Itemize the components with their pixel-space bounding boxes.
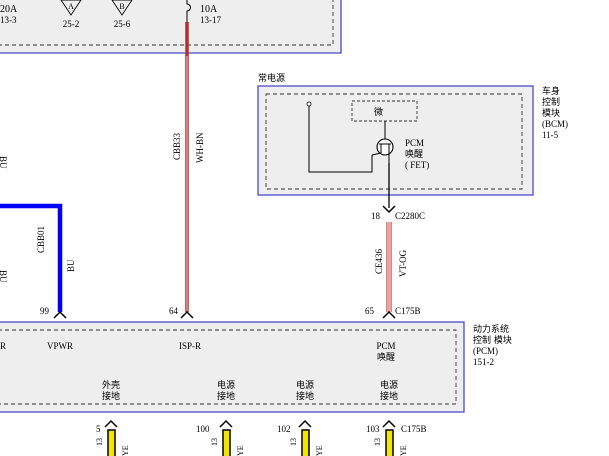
- fet-label-3: ( FET): [405, 160, 429, 170]
- pcm-title-3: (PCM): [473, 346, 498, 356]
- center-fuse-ref: 13-17: [200, 15, 221, 25]
- c175b-name: C175B: [395, 306, 421, 316]
- wire-cbb01-color: BU: [66, 259, 76, 272]
- wire-cbb33-circuit: CBB33: [172, 132, 182, 160]
- pcm-gnd4-line1: 电源: [380, 379, 398, 391]
- bcm-title-4: (BCM): [542, 119, 568, 129]
- gnd4-wire-color: YE: [399, 445, 408, 456]
- wake-terminal-icon: [382, 310, 396, 319]
- gnd2-wire-color: YE: [236, 445, 245, 456]
- pcm-wake-label-2: 唤醒: [377, 351, 395, 363]
- vpwr-terminal-icon: [53, 310, 67, 319]
- vpwr-pin: 99: [40, 306, 50, 316]
- c2280-name: C2280C: [395, 211, 425, 221]
- bcm-title-3: 模块: [542, 107, 560, 119]
- bcm-box: [257, 85, 534, 196]
- ispr-pin: 64: [169, 306, 179, 316]
- diode-a-icon: [60, 0, 82, 16]
- connectors: 18 C2280C 99 64 65 C175B: [40, 205, 425, 319]
- gnd1-wire-code: 13: [95, 438, 104, 446]
- bcm-feed-dot: [306, 101, 312, 107]
- pcm-module: R VPWR ISP-R PCM 唤醒 动力系统 控制 模块 (PCM) 151…: [0, 321, 512, 413]
- gnd3-pin: 102: [277, 424, 291, 434]
- pcm-title-2: 控制 模块: [473, 334, 512, 346]
- top-box-frame: [0, 0, 342, 54]
- fet-label-2: 唤醒: [405, 148, 423, 160]
- pcm-title-1: 动力系统: [473, 323, 509, 335]
- wire-cbb01: [0, 203, 63, 312]
- gnd4-wire-code: 13: [373, 438, 382, 446]
- gnd4-terminal-icon: [382, 419, 396, 428]
- pcm-gnd2-line1: 电源: [217, 379, 235, 391]
- pcm-wake-label-1: PCM: [376, 341, 395, 351]
- bcm-micro-label: 微: [374, 106, 383, 118]
- wake-pin: 65: [365, 306, 375, 316]
- gnd2-wire-code: 13: [210, 438, 219, 446]
- diode-a-ref: 25-2: [63, 19, 80, 29]
- gnd1-wire-color: YE: [121, 445, 130, 456]
- top-fuse-box: 20A 13-3 A 25-2 B 25-6 10A 13-17: [0, 0, 342, 54]
- wire-ce436-color: VT-OG: [398, 249, 408, 277]
- gnd3-wire-code: 13: [289, 438, 298, 446]
- pcm-box: [0, 321, 465, 413]
- pcm-gnd2-line2: 接地: [217, 390, 235, 402]
- center-fuse-amp: 10A: [200, 4, 218, 15]
- pcm-gnd4-line2: 接地: [380, 390, 398, 402]
- pcm-edge-label: R: [0, 341, 6, 351]
- diode-b-icon: [111, 0, 133, 16]
- gnd3-terminal-icon: [298, 419, 312, 428]
- fet-label-1: PCM: [405, 138, 424, 148]
- c2280-pin: 18: [371, 211, 381, 221]
- bcm-title-2: 控制: [542, 96, 560, 108]
- left-edge-color-bottom: BU: [0, 270, 8, 283]
- diode-b-ref: 25-6: [114, 19, 131, 29]
- bottom-ground-pins: 5 13 YE 100 13 YE 102 13 YE 103 C175B 13…: [95, 419, 427, 456]
- gnd4-wire: [385, 429, 394, 456]
- left-fuse-amp: 20A: [0, 4, 18, 15]
- bcm-ref: 11-5: [542, 130, 559, 140]
- left-edge-color-top: BU: [0, 156, 8, 169]
- left-fuse-ref: 13-3: [0, 15, 17, 25]
- ispr-terminal-icon: [180, 310, 194, 319]
- fet-symbol: [371, 143, 391, 163]
- wire-ce436-edge: [386, 222, 392, 312]
- diode-b-letter: B: [119, 2, 124, 11]
- wires: BU BU CBB01 BU CBB33 WH-BN CE436 VT-OG: [0, 22, 408, 312]
- bcm-inner-frame: [265, 93, 523, 190]
- bcm-feed-wire: [308, 106, 373, 173]
- gnd1-terminal-icon: [104, 419, 118, 428]
- gnd1-pin: 5: [96, 424, 101, 434]
- gnd-connector-name: C175B: [401, 424, 427, 434]
- top-box-inner-frame: [0, 0, 334, 46]
- gnd1-wire: [107, 429, 116, 456]
- gnd3-wire: [301, 429, 310, 456]
- pcm-ref: 151-2: [473, 357, 494, 367]
- gnd2-wire: [222, 429, 231, 456]
- fet-icon: [376, 138, 394, 156]
- gnd2-terminal-icon: [219, 419, 233, 428]
- pcm-gnd3-line1: 电源: [296, 379, 314, 391]
- gnd3-wire-color: YE: [315, 445, 324, 456]
- top-box-fill: [0, 0, 342, 53]
- pcm-gnd1-line1: 外壳: [102, 379, 120, 391]
- bcm-power-label: 常电源: [258, 72, 285, 84]
- pcm-ispr-label: ISP-R: [179, 341, 201, 351]
- wire-cbb33-color: WH-BN: [195, 132, 205, 163]
- pcm-gnd1-line2: 接地: [102, 390, 120, 402]
- gnd4-pin: 103: [366, 424, 380, 434]
- bcm-module: 常电源 车身 控制 模块 (BCM) 11-5 微 PCM 唤醒 ( FET): [257, 72, 568, 196]
- pcm-gnd3-line2: 接地: [296, 390, 314, 402]
- wire-ce436-circuit: CE436: [374, 248, 384, 274]
- gnd2-pin: 100: [196, 424, 210, 434]
- bcm-title-1: 车身: [542, 85, 560, 97]
- diode-a-letter: A: [68, 2, 74, 11]
- wire-cbb01-circuit: CBB01: [36, 226, 46, 253]
- pcm-vpwr-label: VPWR: [47, 341, 73, 351]
- c2280-terminal-icon: [382, 205, 396, 214]
